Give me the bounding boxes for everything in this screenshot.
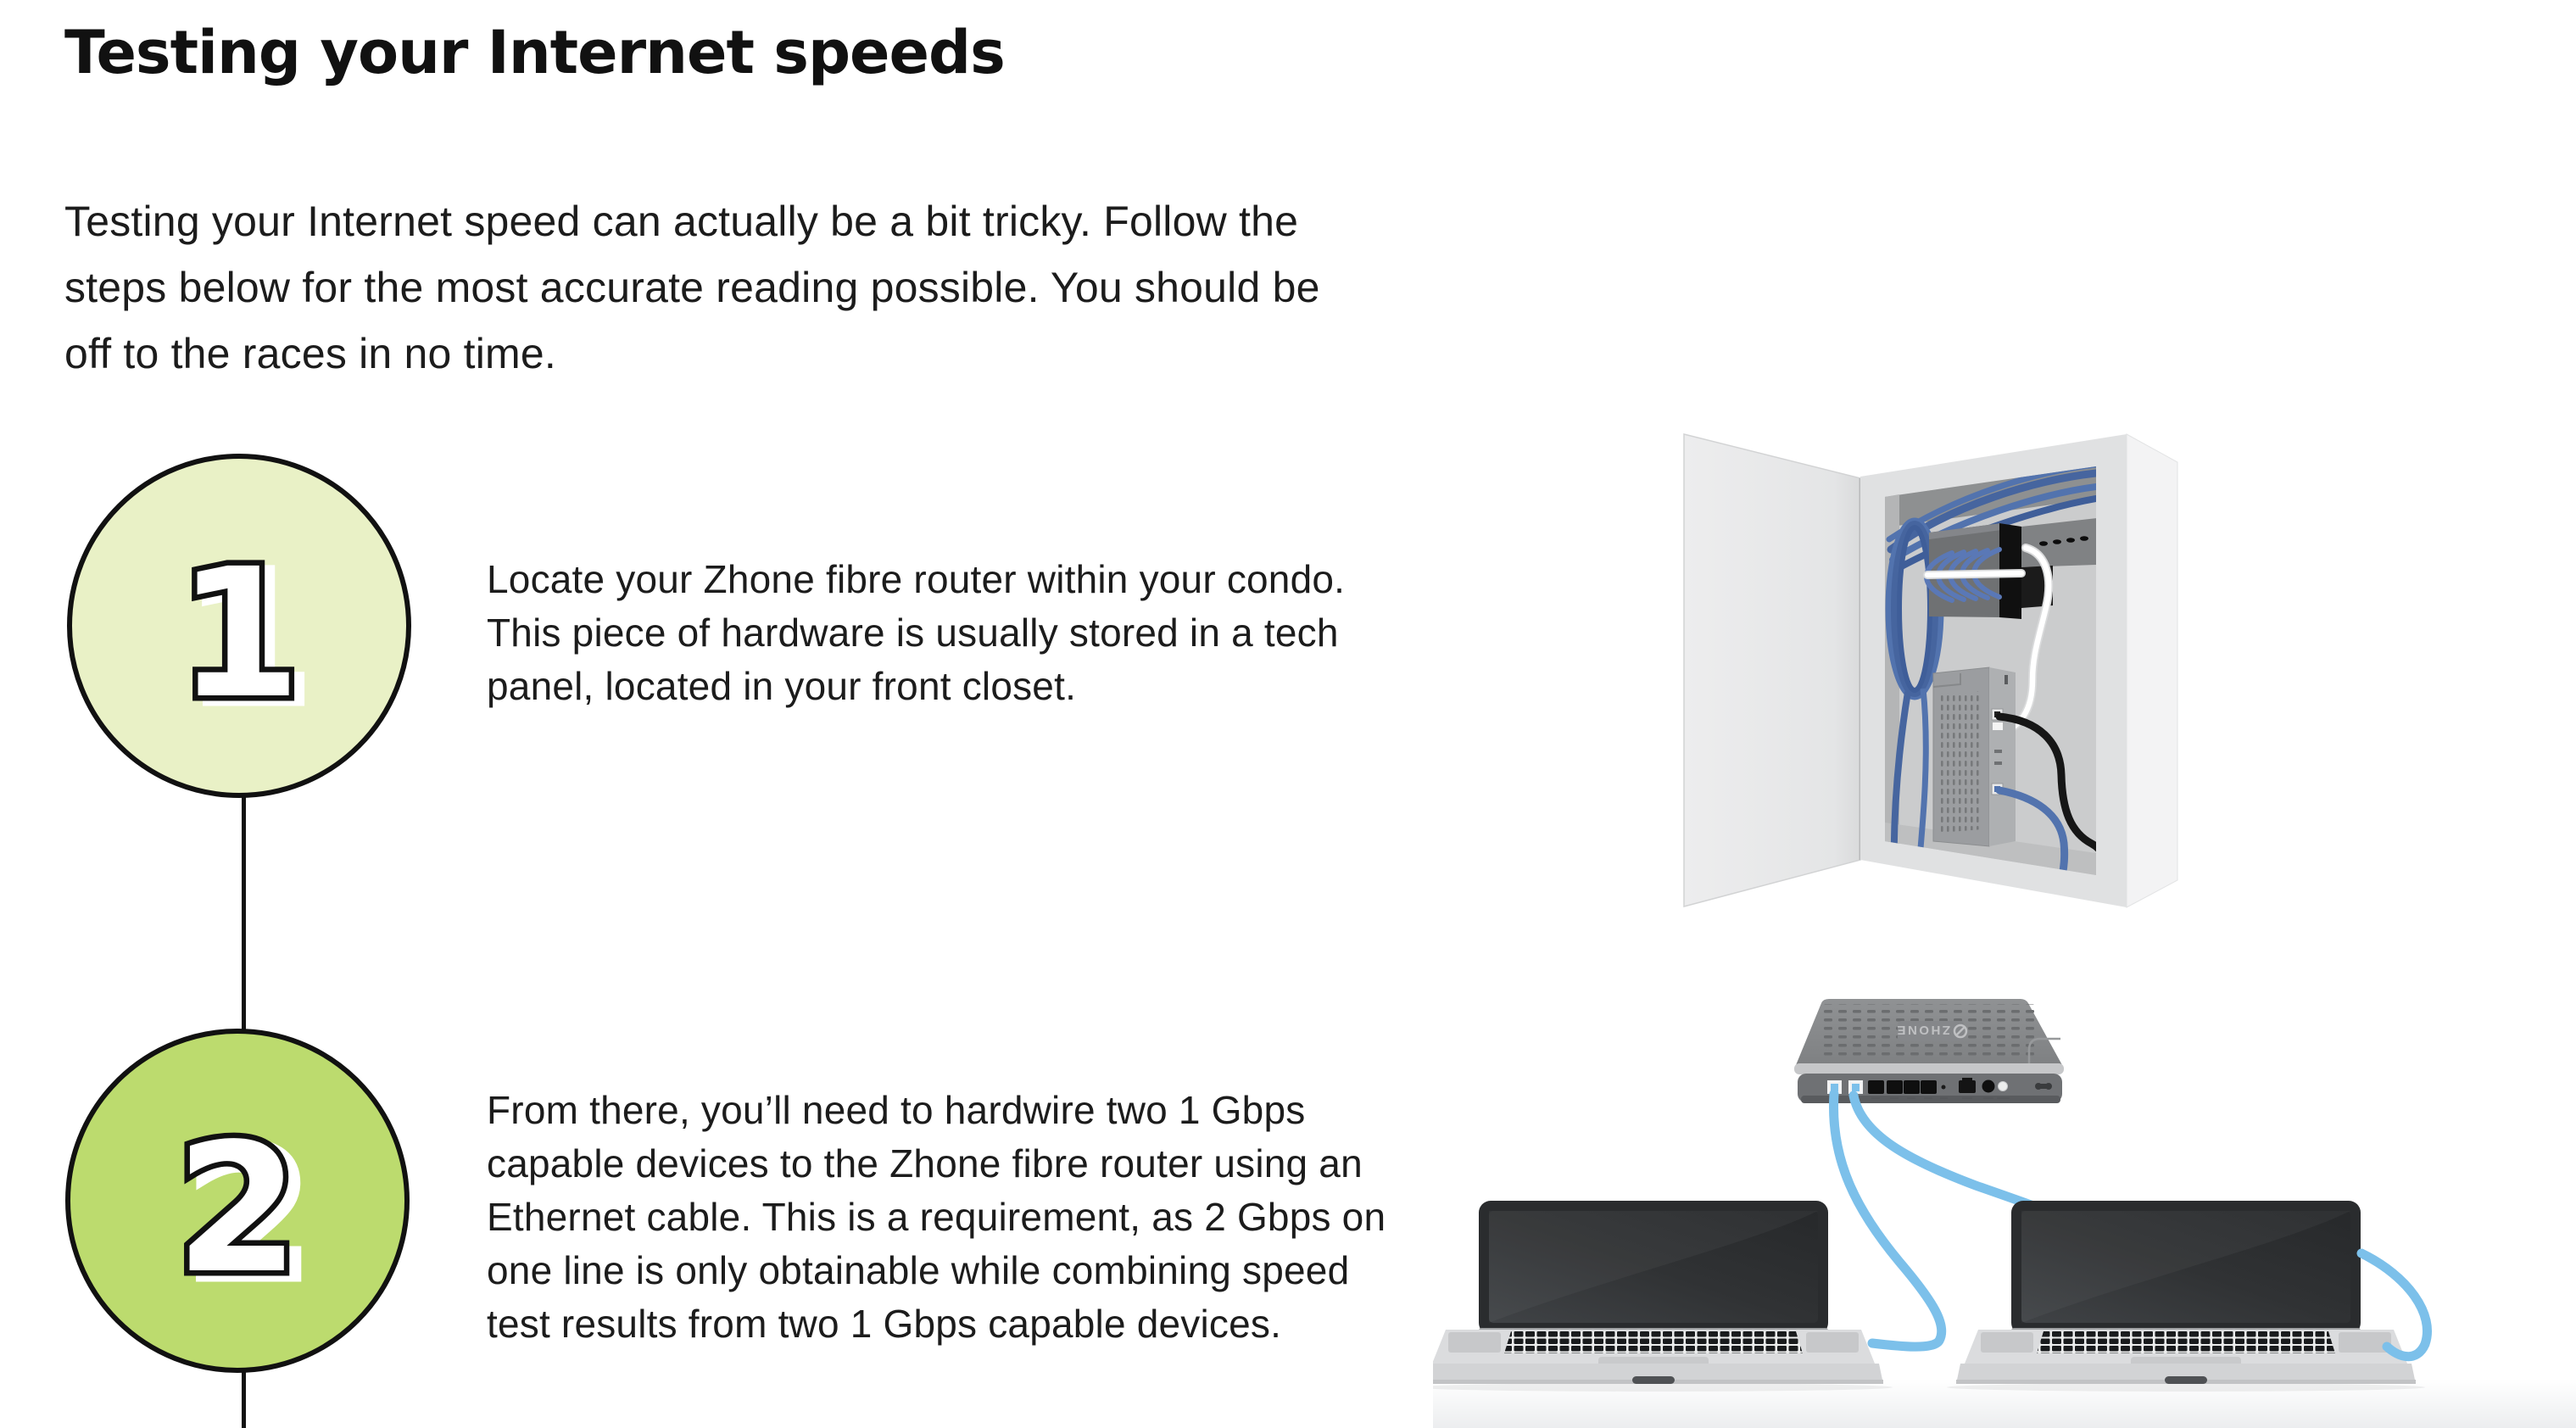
floor-gradient — [1433, 1379, 2576, 1428]
step-1-badge: 1 1 — [67, 454, 411, 798]
closet-fibre-router — [1932, 667, 2016, 847]
intro-paragraph: Testing your Internet speed can actually… — [64, 198, 1320, 377]
step-2-number-glyph: 2 — [176, 1105, 299, 1313]
router-cords — [1995, 712, 2096, 875]
router-brand-logo: ZHONE — [1895, 1023, 1968, 1039]
zhone-router: ZHONE — [1794, 999, 2064, 1103]
laptop-right — [1947, 1201, 2425, 1392]
step-connector-line — [242, 626, 246, 1428]
closet-door — [1683, 433, 1862, 907]
page-title: Testing your Internet speeds — [64, 18, 1006, 87]
step-2-number-shadow: 2 — [187, 1111, 311, 1319]
tech-panel-illustration — [1679, 424, 2230, 920]
white-cable — [1923, 544, 2054, 737]
step-1-number-shadow: 1 — [187, 535, 311, 743]
router-side-emblem — [2035, 1083, 2052, 1090]
laptop-left — [1433, 1201, 1893, 1392]
step-2-text: From there, you’ll need to hardwire two … — [487, 1088, 1386, 1346]
step-1-number-glyph: 1 — [177, 530, 301, 738]
ethernet-cable-1 — [1828, 1089, 1947, 1352]
step-1-number: 1 1 — [171, 525, 316, 749]
ethernet-cable-2-end — [2356, 1248, 2432, 1362]
step-1-text: Locate your Zhone fibre router within yo… — [487, 557, 1346, 708]
svg-text:ZHONE: ZHONE — [1895, 1023, 1950, 1037]
step-2-badge: 2 2 — [65, 1029, 410, 1373]
router-laptops-illustration: ZHONE — [1433, 999, 2576, 1428]
step-2-number: 2 2 — [170, 1100, 316, 1325]
